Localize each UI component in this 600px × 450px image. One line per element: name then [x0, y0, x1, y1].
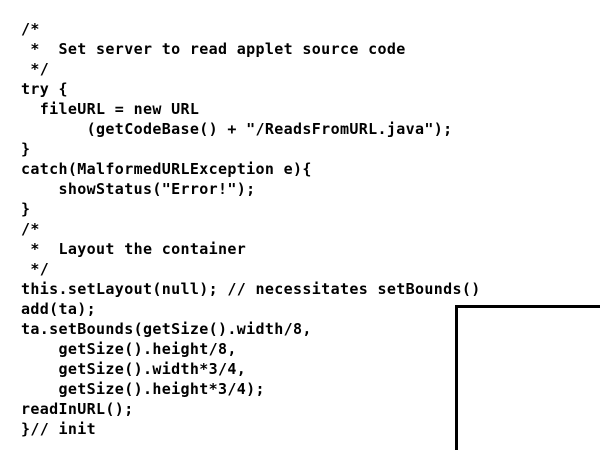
code-line: getSize().height*3/4);: [21, 380, 265, 398]
code-line: */: [21, 60, 50, 78]
code-line: add(ta);: [21, 300, 97, 318]
code-line: catch(MalformedURLException e){: [21, 160, 312, 178]
code-line: fileURL = new URL: [21, 100, 200, 118]
code-line: getSize().height/8,: [21, 340, 237, 358]
code-line: getSize().width*3/4,: [21, 360, 247, 378]
code-line: }: [21, 140, 31, 158]
code-line: }// init: [21, 420, 97, 438]
code-line: try {: [21, 80, 68, 98]
code-line: * Set server to read applet source code: [21, 40, 406, 58]
code-line: /*: [21, 220, 40, 238]
code-line: * Layout the container: [21, 240, 247, 258]
code-line: ta.setBounds(getSize().width/8,: [21, 320, 312, 338]
panel-outline: [455, 305, 600, 450]
code-listing: /* * Set server to read applet source co…: [21, 19, 481, 439]
code-line: */: [21, 260, 50, 278]
code-line: }: [21, 200, 31, 218]
code-line: (getCodeBase() + "/ReadsFromURL.java");: [21, 120, 453, 138]
code-line: readInURL();: [21, 400, 134, 418]
code-line: this.setLayout(null); // necessitates se…: [21, 280, 481, 298]
code-line: showStatus("Error!");: [21, 180, 256, 198]
code-line: /*: [21, 20, 40, 38]
